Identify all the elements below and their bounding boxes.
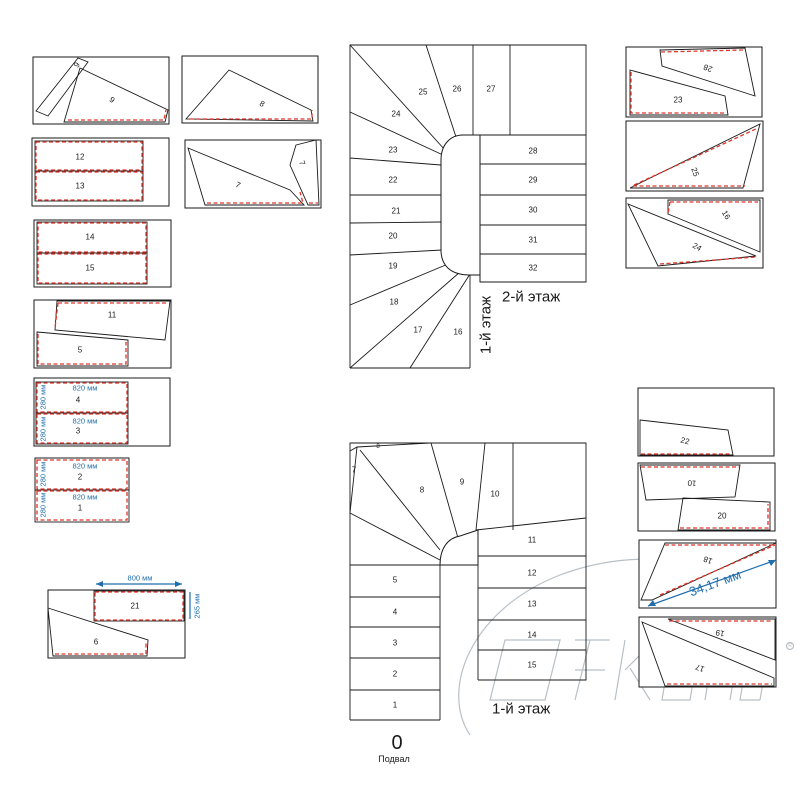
part-label: 25 xyxy=(689,166,701,178)
basement-level-number: 0 xyxy=(391,732,402,754)
step-label: 29 xyxy=(529,176,538,185)
step-label: 5 xyxy=(393,576,398,585)
part-label: 20 xyxy=(718,512,727,521)
part-label: 15 xyxy=(86,264,95,273)
part-label: 28 xyxy=(702,62,714,74)
part-label: 2 xyxy=(78,473,83,482)
panel-21-6: 800 мм 265 мм 21 6 xyxy=(47,574,202,659)
step-label: 16 xyxy=(454,328,463,337)
width-dimension: 820 мм xyxy=(73,417,98,426)
step-label: 32 xyxy=(529,264,538,273)
step-label: 12 xyxy=(528,569,537,578)
panel-28-23: 28 23 xyxy=(625,46,763,118)
part-label: 10 xyxy=(687,478,697,488)
step-label: 25 xyxy=(419,88,428,97)
step-label: 8 xyxy=(376,444,380,450)
step-label: 10 xyxy=(491,490,500,499)
panel-7: 7 7 xyxy=(184,139,322,209)
registered-symbol: R xyxy=(788,643,792,649)
part-label: 22 xyxy=(680,436,691,447)
panel-2-1: 820 мм 2 820 мм 1 280 мм 280 мм xyxy=(34,457,130,523)
basement-label: Подвал xyxy=(378,754,409,764)
step-label: 26 xyxy=(453,85,462,94)
width-dimension: 820 мм xyxy=(73,462,98,471)
part-label: 7 xyxy=(234,180,242,190)
step-label: 1 xyxy=(393,701,398,710)
part-label: 6 xyxy=(94,638,99,647)
step-label: 19 xyxy=(389,262,398,271)
step-label: 3 xyxy=(393,639,398,648)
height-dimension: 280 мм xyxy=(39,385,48,410)
height-dimension: 280 мм xyxy=(39,462,48,487)
part-label: 17 xyxy=(694,662,706,674)
panel-12-13: 12 13 xyxy=(31,137,170,207)
part-label: 9 xyxy=(108,95,117,105)
floor-label-vertical: 1-й этаж xyxy=(478,296,495,354)
step-label: 13 xyxy=(528,600,537,609)
panel-10-20: 10 20 xyxy=(637,462,776,532)
width-dimension: 800 мм xyxy=(128,574,153,583)
part-label: 8 xyxy=(258,99,267,109)
part-label: 1 xyxy=(78,504,83,513)
panel-4-3: 820 мм 4 820 мм 3 280 мм 280 мм xyxy=(33,377,171,447)
step-label: 15 xyxy=(528,661,537,670)
height-dimension: 280 мм xyxy=(39,493,48,518)
step-label: 27 xyxy=(487,85,496,94)
step-label: 4 xyxy=(393,608,398,617)
step-label: 17 xyxy=(414,326,423,335)
part-label: 19 xyxy=(714,628,725,639)
step-label: 24 xyxy=(392,110,401,119)
width-dimension: 820 мм xyxy=(73,384,98,393)
panel-16-24: 16 24 xyxy=(625,197,764,269)
step-label: 9 xyxy=(460,478,465,487)
panel-22: 22 xyxy=(637,387,775,457)
part-label: 9 xyxy=(72,60,82,69)
height-dimension: 280 мм xyxy=(39,417,48,442)
part-label: 23 xyxy=(674,96,683,105)
part-label: 7 xyxy=(297,159,307,167)
step-label: 21 xyxy=(392,207,401,216)
floor-label: 2-й этаж xyxy=(502,289,560,306)
step-label: 30 xyxy=(529,206,538,215)
part-label: 12 xyxy=(76,153,85,162)
part-label: 4 xyxy=(76,396,81,405)
step-label: 22 xyxy=(389,176,398,185)
panel-14-15: 14 15 xyxy=(33,219,172,288)
panel-8: 8 xyxy=(181,55,319,124)
panel-9: 9 9 xyxy=(32,56,170,125)
registered-mark xyxy=(785,641,795,651)
step-label: 18 xyxy=(390,298,399,307)
width-dimension: 820 мм xyxy=(73,493,98,502)
panel-25: 25 xyxy=(625,120,764,192)
stair-plan-second-floor: 25 26 27 24 23 22 21 20 19 18 17 16 28 2… xyxy=(349,44,587,369)
step-label: 14 xyxy=(528,631,537,640)
part-label: 21 xyxy=(131,602,140,611)
part-label: 13 xyxy=(76,182,85,191)
step-label: 2 xyxy=(393,670,398,679)
step-label: 20 xyxy=(389,232,398,241)
panel-11-5: 11 5 xyxy=(33,299,172,369)
step-label: 28 xyxy=(529,147,538,156)
step-label: 8 xyxy=(420,486,425,495)
part-label: 5 xyxy=(78,346,83,355)
part-label: 11 xyxy=(108,311,117,320)
step-label: 31 xyxy=(529,236,538,245)
panel-19-17: 19 17 xyxy=(638,616,777,688)
panel-18: 18 34,17 мм xyxy=(638,539,777,609)
stair-plan-first-floor: 8 7 8 9 10 5 4 3 2 1 11 12 13 14 15 1-й … xyxy=(349,442,587,764)
part-label: 3 xyxy=(76,427,81,436)
step-label: 11 xyxy=(528,536,537,545)
step-label: 23 xyxy=(389,146,398,155)
step-label: 7 xyxy=(352,466,357,475)
part-label: 14 xyxy=(86,233,95,242)
floor-label: 1-й этаж xyxy=(492,701,550,718)
height-dimension: 265 мм xyxy=(193,594,202,619)
part-label: 18 xyxy=(702,554,714,566)
